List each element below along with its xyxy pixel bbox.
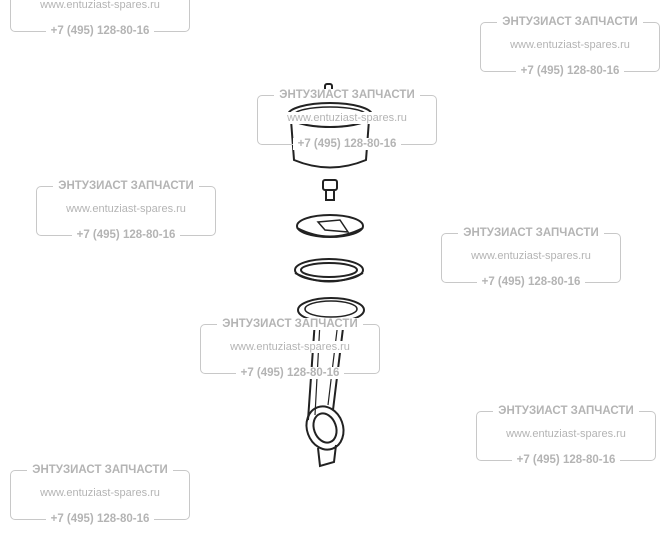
watermark-phone: +7 (495) 128-80-16 [511,454,621,466]
watermark-title: ЭНТУЗИАСТ ЗАПЧАСТИ [27,464,173,476]
watermark: ЭНТУЗИАСТ ЗАПЧАСТИ www.entuziast-spares.… [476,405,656,466]
watermark: ЭНТУЗИАСТ ЗАПЧАСТИ www.entuziast-spares.… [36,180,216,241]
watermark-url: www.entuziast-spares.ru [35,0,165,11]
valve-plate [296,214,364,238]
watermark-phone: +7 (495) 128-80-16 [45,513,155,525]
watermark: ЭНТУЗИАСТ ЗАПЧАСТИ www.entuziast-spares.… [10,0,190,37]
watermark-phone: +7 (495) 128-80-16 [71,229,181,241]
watermark-phone: +7 (495) 128-80-16 [235,367,345,379]
watermark-title: ЭНТУЗИАСТ ЗАПЧАСТИ [497,16,643,28]
watermark-url: www.entuziast-spares.ru [282,112,412,124]
watermark-url: www.entuziast-spares.ru [501,428,631,440]
connecting-rod [297,297,365,468]
watermark-phone: +7 (495) 128-80-16 [476,276,586,288]
watermark: ЭНТУЗИАСТ ЗАПЧАСТИ www.entuziast-spares.… [257,89,437,150]
watermark-title: ЭНТУЗИАСТ ЗАПЧАСТИ [493,405,639,417]
watermark-url: www.entuziast-spares.ru [466,250,596,262]
watermark: ЭНТУЗИАСТ ЗАПЧАСТИ www.entuziast-spares.… [480,16,660,77]
watermark-url: www.entuziast-spares.ru [225,341,355,353]
watermark-title: ЭНТУЗИАСТ ЗАПЧАСТИ [53,180,199,192]
watermark-url: www.entuziast-spares.ru [61,203,191,215]
watermark-phone: +7 (495) 128-80-16 [45,25,155,37]
watermark: ЭНТУЗИАСТ ЗАПЧАСТИ www.entuziast-spares.… [200,318,380,379]
watermark: ЭНТУЗИАСТ ЗАПЧАСТИ www.entuziast-spares.… [10,464,190,525]
watermark-title: ЭНТУЗИАСТ ЗАПЧАСТИ [458,227,604,239]
watermark: ЭНТУЗИАСТ ЗАПЧАСТИ www.entuziast-spares.… [441,227,621,288]
watermark-url: www.entuziast-spares.ru [35,487,165,499]
watermark-title: ЭНТУЗИАСТ ЗАПЧАСТИ [217,318,363,330]
small-bolt [322,179,338,201]
watermark-phone: +7 (495) 128-80-16 [292,138,402,150]
piston-ring [294,258,364,283]
watermark-url: www.entuziast-spares.ru [505,39,635,51]
watermark-title: ЭНТУЗИАСТ ЗАПЧАСТИ [274,89,420,101]
watermark-phone: +7 (495) 128-80-16 [515,65,625,77]
